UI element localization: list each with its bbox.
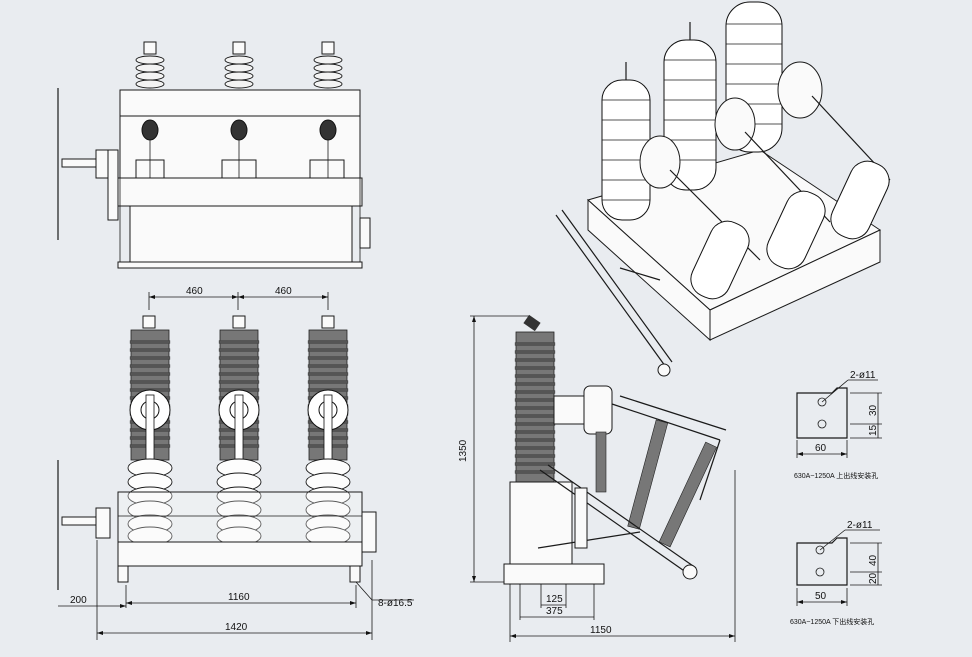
front-pole-1 xyxy=(127,315,173,546)
side-insulator-3 xyxy=(658,441,717,548)
dim-height: 1350 xyxy=(458,439,469,462)
dim-side-depth: 1150 xyxy=(590,625,612,636)
detail-bottom-holes: 2-ø11 xyxy=(847,520,873,531)
dim-side-125: 125 xyxy=(546,594,563,605)
detail-bottom-v1: 40 xyxy=(868,554,879,566)
detail-top-caption: 630A~1250A 上出线安装孔 xyxy=(794,471,878,480)
detail-top-v1: 30 xyxy=(868,404,879,416)
front-pole-2 xyxy=(216,315,262,546)
detail-bottom-caption: 630A~1250A 下出线安装孔 xyxy=(790,617,874,626)
top-view-insulator-2 xyxy=(224,41,254,89)
dim-side-375: 375 xyxy=(546,606,563,617)
detail-top-mounting: 2-ø11 60 30 15 630A~1250A 上出线安装孔 xyxy=(794,370,882,480)
dim-mount-holes: 8-ø16.5 xyxy=(378,598,413,609)
top-view-insulator-3 xyxy=(313,41,343,89)
front-pole-3 xyxy=(305,315,351,546)
side-insulator-2 xyxy=(627,419,669,530)
dim-base-width: 1160 xyxy=(228,592,250,603)
top-view xyxy=(57,41,371,269)
dim-overall-width: 1420 xyxy=(225,622,248,633)
detail-top-v2: 15 xyxy=(868,424,879,436)
front-view: 460 460 xyxy=(57,286,414,640)
dim-spacing-right: 460 xyxy=(275,286,292,297)
side-insulator-1 xyxy=(595,431,607,493)
dim-spacing-left: 460 xyxy=(186,286,203,297)
detail-top-width: 60 xyxy=(815,443,827,454)
detail-bottom-width: 50 xyxy=(815,591,827,602)
detail-bottom-mounting: 2-ø11 50 40 20 630A~1250A 下出线安装孔 xyxy=(790,520,882,626)
top-view-insulator-1 xyxy=(135,41,165,89)
detail-top-holes: 2-ø11 xyxy=(850,370,876,381)
detail-bottom-v2: 20 xyxy=(868,572,879,584)
dim-left-offset: 200 xyxy=(70,595,87,606)
isometric-view xyxy=(555,1,891,377)
side-view: 1350 xyxy=(458,314,736,642)
iso-insulator-1 xyxy=(601,62,651,221)
